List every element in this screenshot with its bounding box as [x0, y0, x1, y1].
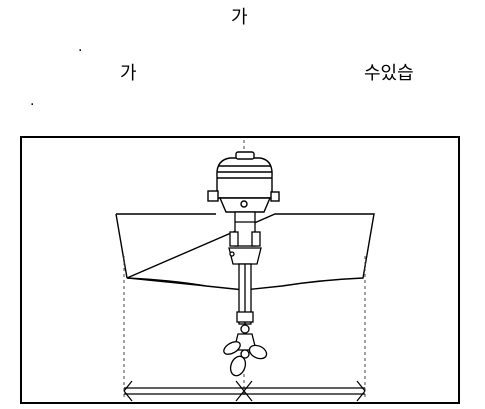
motor-shaft [236, 263, 254, 334]
dimension-arrows [123, 380, 366, 402]
propeller [223, 333, 268, 377]
text-fragment-4: 수있습 [364, 63, 414, 84]
text-fragment-5: . [30, 93, 35, 109]
outboard-motor-figure [20, 136, 460, 404]
engine-cowling [207, 151, 280, 213]
text-fragment-2: . [78, 39, 83, 55]
text-fragment-1: 가 [231, 7, 248, 28]
text-fragment-3: 가 [120, 63, 137, 84]
motor-midsection [228, 211, 262, 265]
